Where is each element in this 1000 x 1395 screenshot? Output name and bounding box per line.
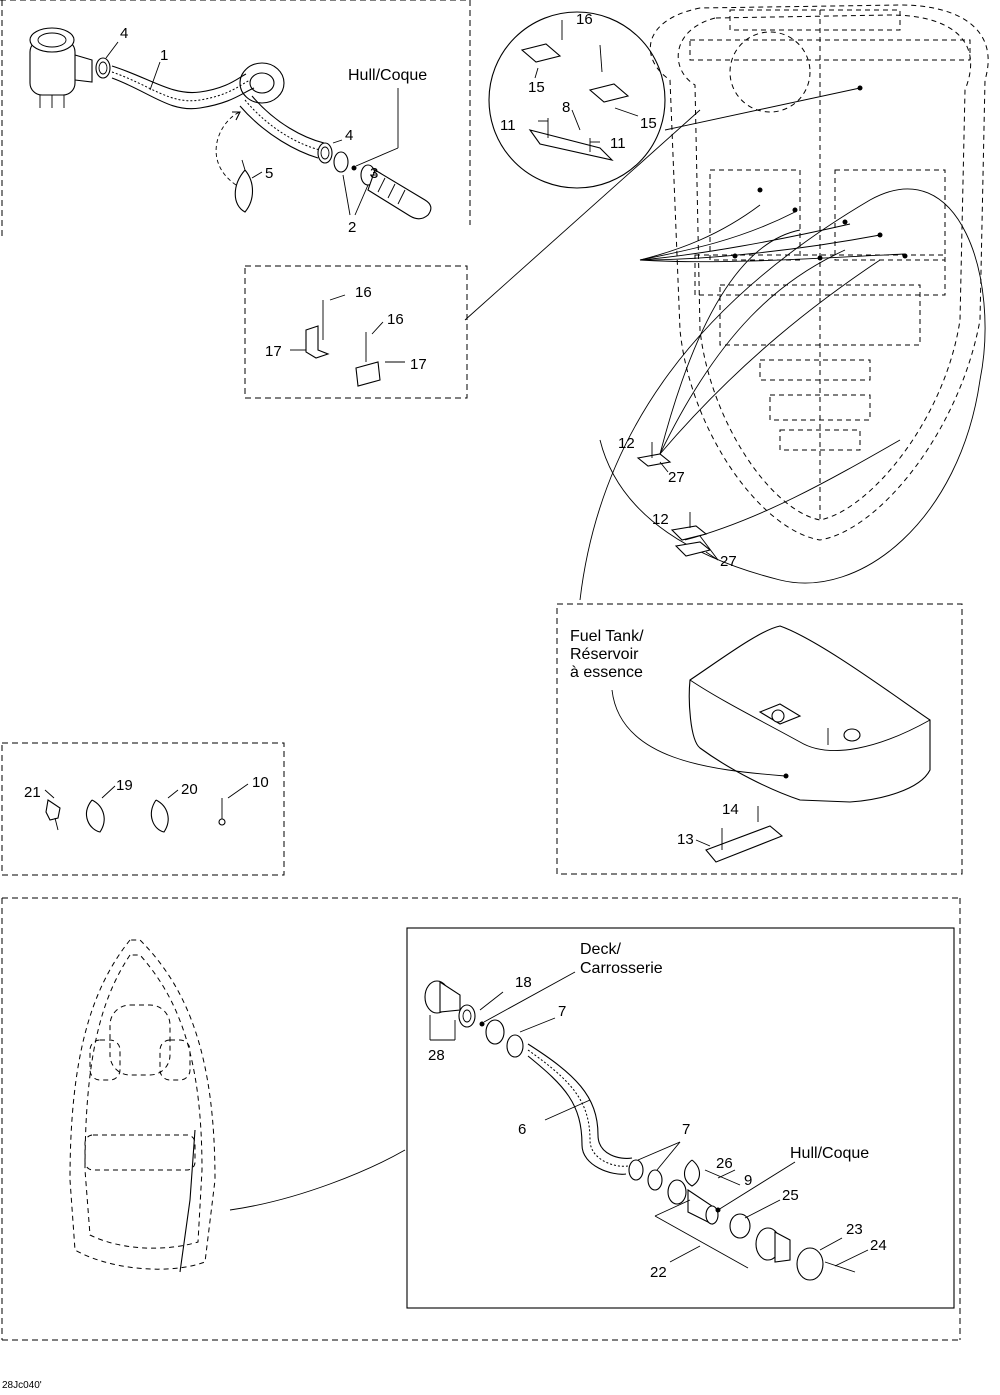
callout-5: 5 (265, 165, 274, 182)
fuel-tank-label-line2: Réservoir (570, 646, 639, 663)
callout-22: 22 (650, 1264, 667, 1281)
callout-27: 27 (668, 469, 685, 486)
callout-11: 11 (500, 117, 516, 134)
callout-26: 26 (716, 1155, 733, 1172)
callout-16: 16 (387, 311, 404, 328)
circle-inset-parts (520, 20, 639, 161)
callout-3: 3 (370, 165, 379, 182)
callout-14: 14 (722, 801, 739, 818)
fuel-tank-label-line1: Fuel Tank/ (570, 628, 644, 645)
callout-16: 16 (355, 284, 372, 301)
callout-23: 23 (846, 1221, 863, 1238)
callout-4: 4 (345, 127, 354, 144)
callout-4: 4 (120, 25, 129, 42)
hull-view (464, 4, 989, 601)
callout-7: 7 (682, 1121, 691, 1138)
hull-label-bottom: Hull/Coque (790, 1145, 870, 1162)
callout-12: 12 (652, 511, 669, 528)
callout-12: 12 (618, 435, 635, 452)
callout-11: 11 (610, 135, 626, 152)
bilge-vent-assembly (29, 27, 432, 220)
callout-15: 15 (528, 79, 545, 96)
callout-18: 18 (515, 974, 532, 991)
callout-7: 7 (558, 1003, 567, 1020)
callout-10: 10 (252, 774, 269, 791)
callout-9: 9 (744, 1172, 753, 1189)
fuel-tank-label-line3: à essence (570, 664, 643, 681)
bracket-inset (290, 294, 405, 387)
section-borders (0, 0, 963, 1341)
hull-label-top: Hull/Coque (348, 67, 428, 84)
callout-15: 15 (640, 115, 657, 132)
callout-8: 8 (562, 99, 571, 116)
callout-16: 16 (576, 11, 593, 28)
callout-17: 17 (410, 356, 427, 373)
callout-28: 28 (428, 1047, 445, 1064)
deck-label-line2: Carrosserie (580, 960, 663, 977)
callout-21: 21 (24, 784, 41, 801)
callout-24: 24 (870, 1237, 887, 1254)
callout-20: 20 (181, 781, 198, 798)
small-parts (44, 783, 249, 833)
deck-label-line1: Deck/ (580, 941, 621, 958)
callout-17: 17 (265, 343, 282, 360)
callout-6: 6 (518, 1121, 527, 1138)
figure-reference-code: 28Jc040' (2, 1380, 42, 1391)
callout-1: 1 (160, 47, 169, 64)
boat-top-view (69, 939, 406, 1273)
callout-13: 13 (677, 831, 694, 848)
callout-2: 2 (348, 219, 357, 236)
callout-27: 27 (720, 553, 737, 570)
deck-hull-fitting-assembly (424, 971, 869, 1281)
pads (636, 442, 719, 561)
fuel-tank (611, 625, 931, 863)
callout-25: 25 (782, 1187, 799, 1204)
callout-19: 19 (116, 777, 133, 794)
